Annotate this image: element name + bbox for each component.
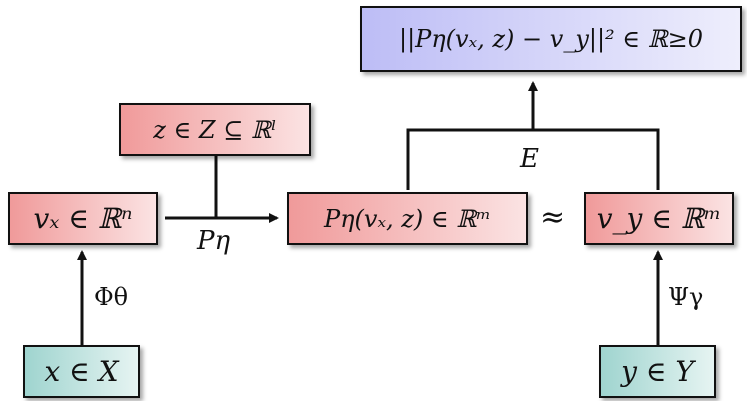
x-text: x ∈ X (44, 355, 119, 388)
vy-text: v_y ∈ ℝᵐ (596, 202, 722, 235)
vy-box: v_y ∈ ℝᵐ (584, 192, 734, 245)
peta-label: Pη (197, 226, 231, 256)
loss-text: ||Pη(vₓ, z) − v_y||² ∈ ℝ≥0 (398, 25, 704, 53)
loss-box: ||Pη(vₓ, z) − v_y||² ∈ ℝ≥0 (360, 6, 742, 72)
z-box: z ∈ Z ⊆ ℝˡ (119, 103, 311, 156)
approx-symbol: ≈ (540, 200, 566, 235)
y-box: y ∈ Y (599, 345, 716, 398)
E-label: E (520, 144, 539, 174)
peta-box: Pη(vₓ, z) ∈ ℝᵐ (287, 192, 528, 245)
phi-label: Φθ (94, 283, 129, 311)
vx-text: vₓ ∈ ℝⁿ (33, 202, 133, 235)
peta-text: Pη(vₓ, z) ∈ ℝᵐ (324, 204, 491, 233)
x-box: x ∈ X (23, 345, 140, 398)
y-text: y ∈ Y (621, 355, 694, 388)
z-text: z ∈ Z ⊆ ℝˡ (153, 115, 277, 144)
psi-label: Ψγ (668, 283, 704, 311)
vx-box: vₓ ∈ ℝⁿ (8, 192, 158, 245)
